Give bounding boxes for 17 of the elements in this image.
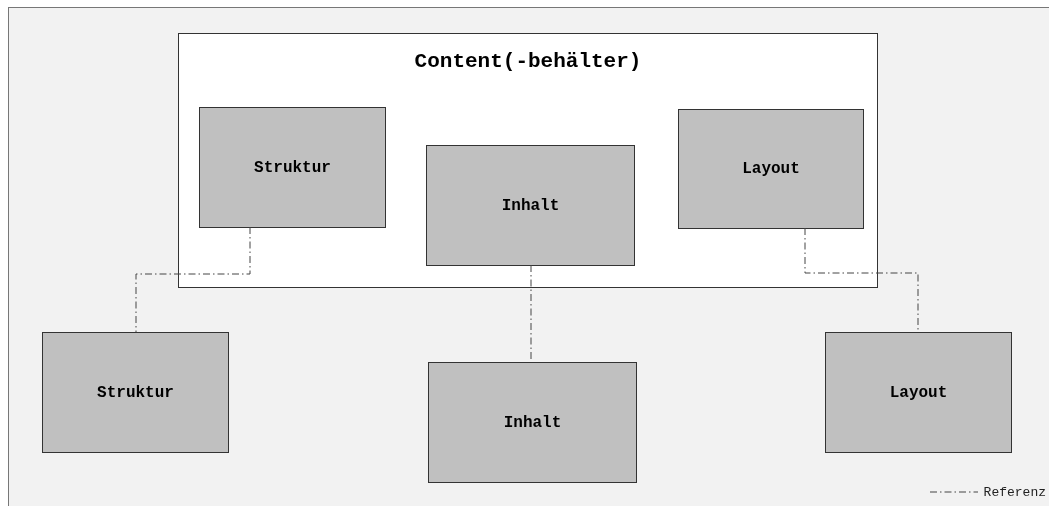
reference-line [804, 227, 919, 333]
box-label: Struktur [254, 157, 331, 179]
box-label: Layout [889, 382, 948, 404]
box-label: Inhalt [501, 195, 560, 217]
box-label: Layout [742, 159, 800, 180]
component-box [428, 362, 637, 483]
component-box [199, 107, 386, 228]
box-label: Struktur [97, 382, 174, 404]
box-label: Inhalt [503, 412, 562, 434]
component-box [426, 145, 635, 266]
container-title: Content(-behälter) [413, 49, 643, 75]
legend-label: Referenz [983, 483, 1046, 502]
reference-line [135, 226, 251, 333]
component-box [678, 109, 864, 229]
component-box [42, 332, 229, 453]
component-box [825, 332, 1012, 453]
container-box [178, 33, 878, 288]
